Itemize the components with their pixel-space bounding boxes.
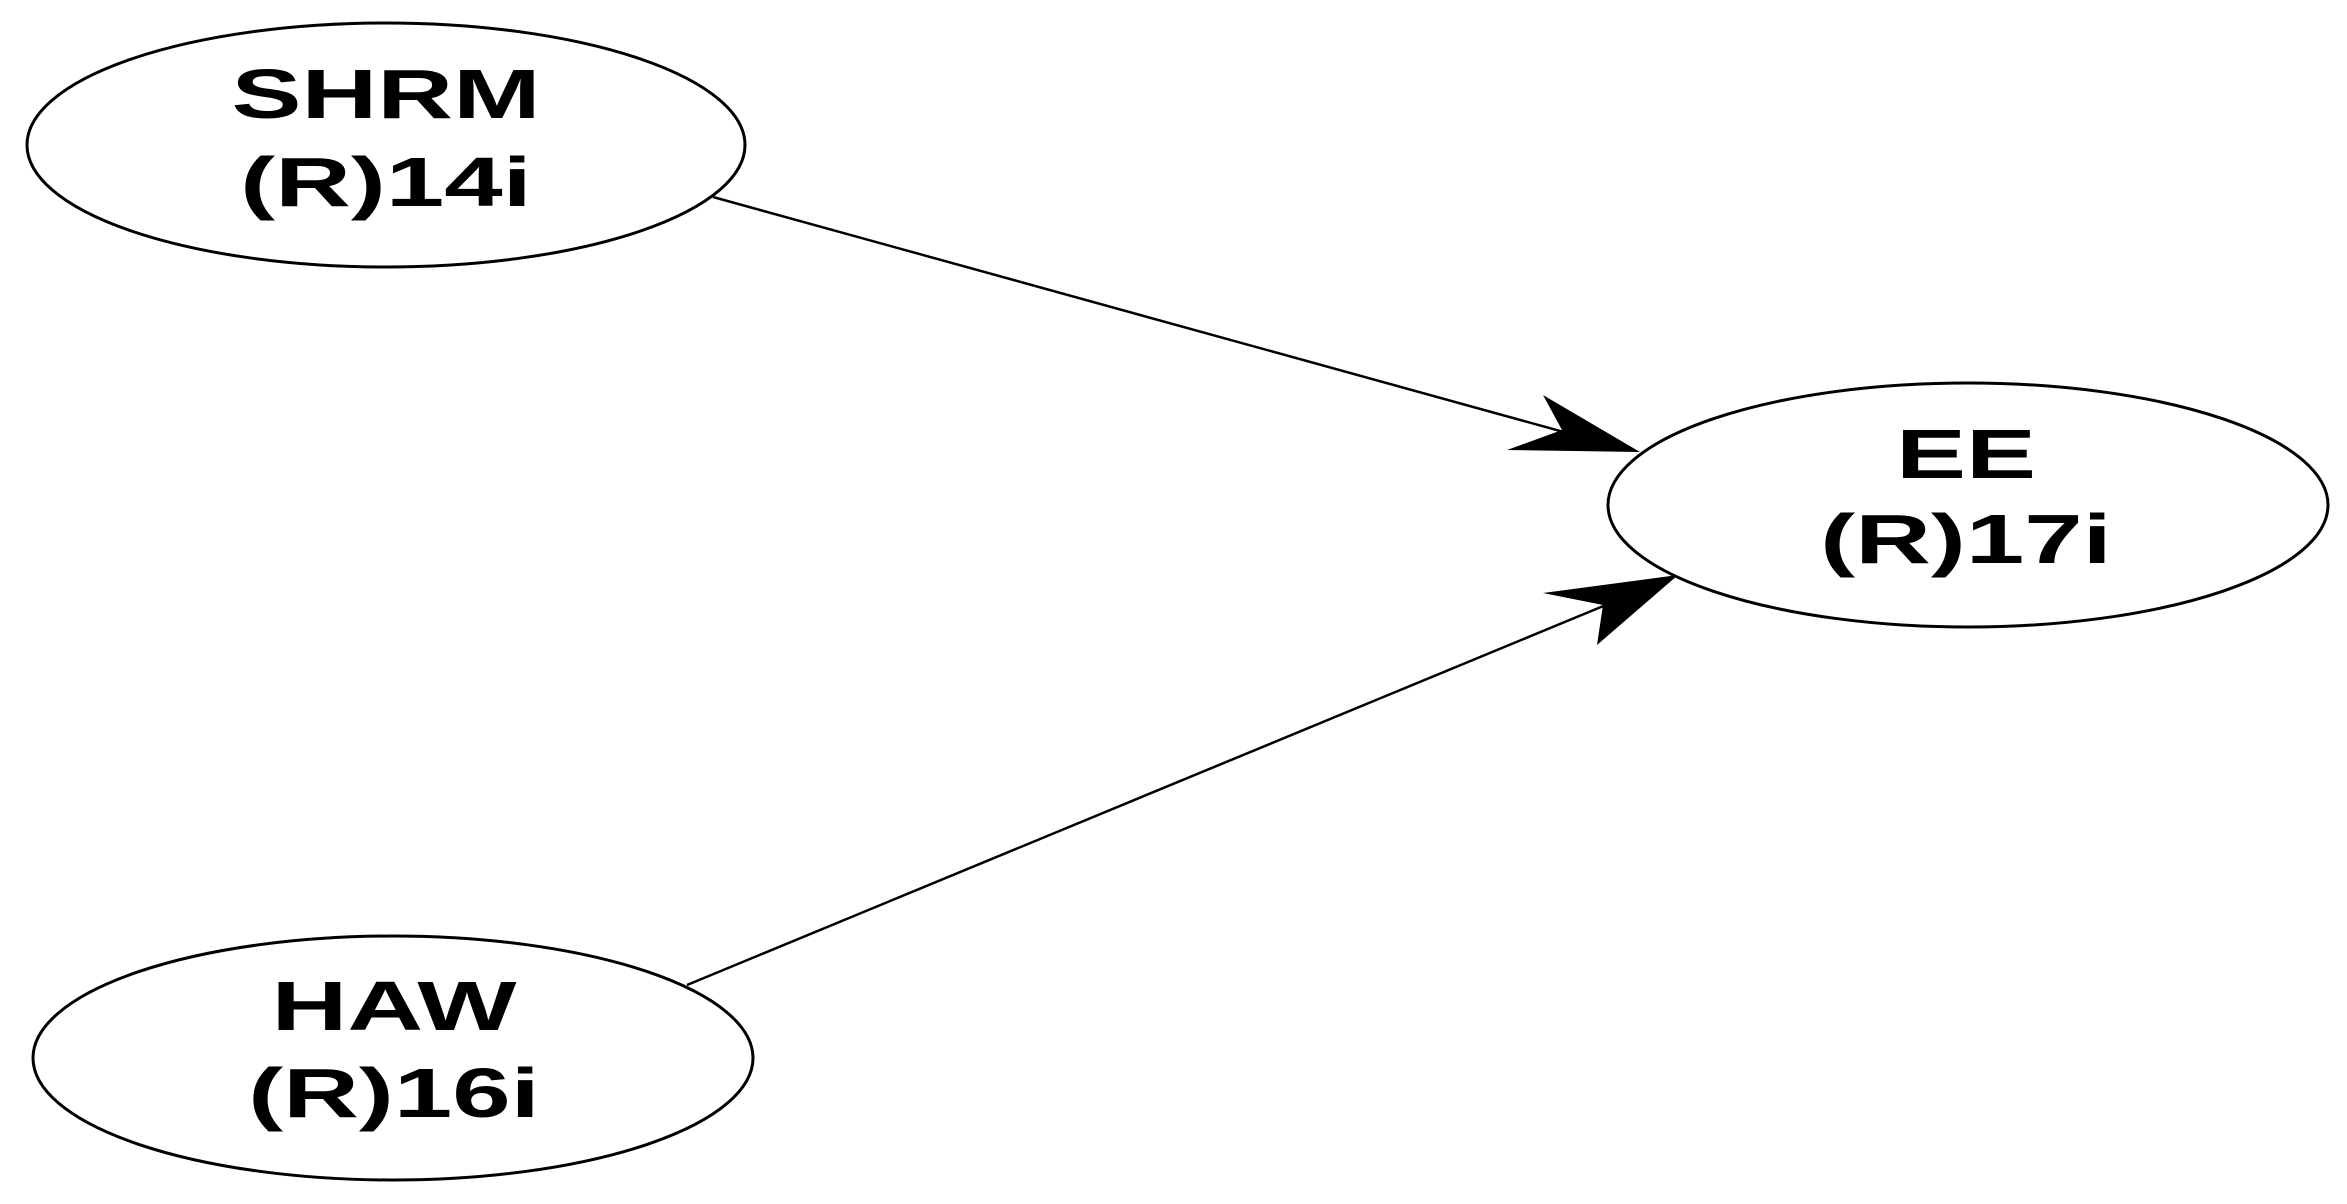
node-name: HAW [272,966,518,1044]
edge-line [686,593,1631,987]
node-subtitle: (R)14i [240,142,532,220]
node-shrm[interactable]: SHRM (R)14i [25,21,747,269]
node-ellipse [31,934,755,1182]
edge-haw-to-ee[interactable] [686,575,1678,987]
node-ee[interactable]: EE (R)17i [1606,381,2330,629]
node-name: SHRM [231,54,540,132]
arrowhead-icon [1507,395,1640,452]
edge-shrm-to-ee[interactable] [712,195,1640,452]
node-ellipse [25,21,747,269]
arrowhead-icon [1543,575,1678,645]
edge-line [712,195,1601,444]
node-subtitle: (R)16i [248,1053,540,1131]
node-haw[interactable]: HAW (R)16i [31,934,755,1182]
node-name: EE [1896,414,2036,492]
node-ellipse [1606,381,2330,629]
node-subtitle: (R)17i [1820,499,2112,577]
